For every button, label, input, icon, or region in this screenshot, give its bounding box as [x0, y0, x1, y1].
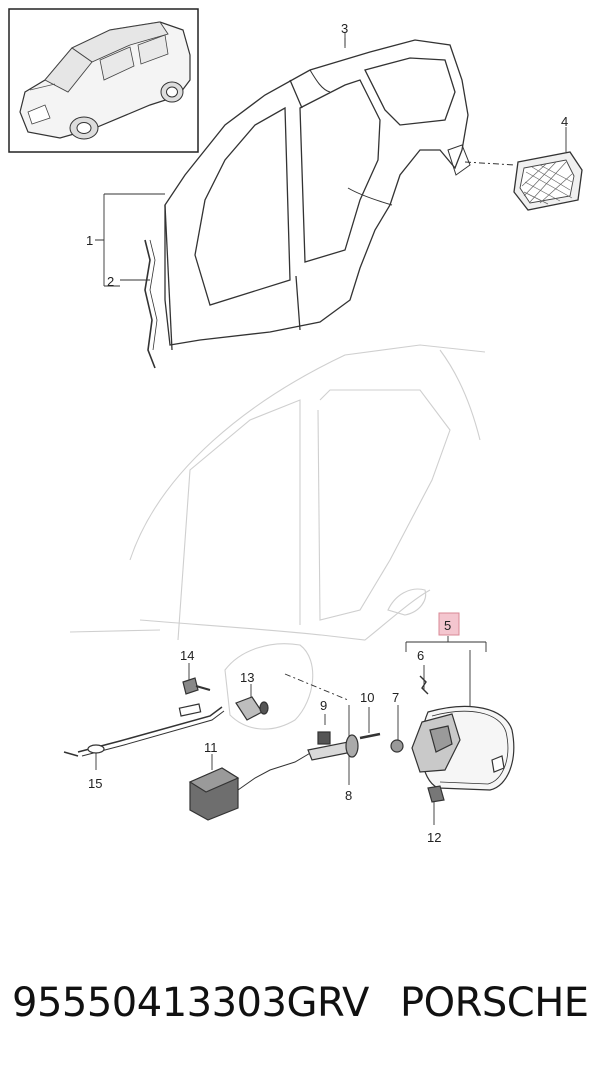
callout-5: 5: [444, 618, 451, 633]
callout-6: 6: [417, 648, 424, 663]
callout-8: 8: [345, 788, 352, 803]
callout-5-highlight: [438, 612, 460, 636]
callout-4: 4: [561, 114, 568, 129]
callout-1: 1: [86, 233, 93, 248]
fuel-flap-parts: [63, 675, 515, 821]
vehicle-thumbnail: [8, 8, 199, 153]
callout-3: 3: [341, 21, 348, 36]
part-caption: 95550413303GRV PORSCHE: [0, 980, 600, 1060]
callout-7: 7: [392, 690, 399, 705]
callout-labels: 1 2 3 4 5 6 7 8 9 10 11 12 13 14 15: [86, 21, 568, 845]
callout-10: 10: [360, 690, 374, 705]
callout-13: 13: [240, 670, 254, 685]
brand-name: PORSCHE: [400, 980, 589, 1026]
side-panel-assembly: [144, 39, 471, 369]
body-outline-ghost: [69, 344, 486, 730]
callout-11: 11: [204, 740, 218, 755]
callout-15: 15: [88, 776, 102, 791]
part-number: 95550413303GRV: [12, 980, 369, 1026]
parts-diagram: 1 2 3 4 5 6 7 8 9 10 11 12 13 14 15: [8, 8, 583, 845]
callout-2: 2: [107, 274, 114, 289]
callout-14: 14: [180, 648, 194, 663]
callout-9: 9: [320, 698, 327, 713]
callout-12: 12: [427, 830, 441, 845]
vent-grille: [464, 151, 583, 211]
